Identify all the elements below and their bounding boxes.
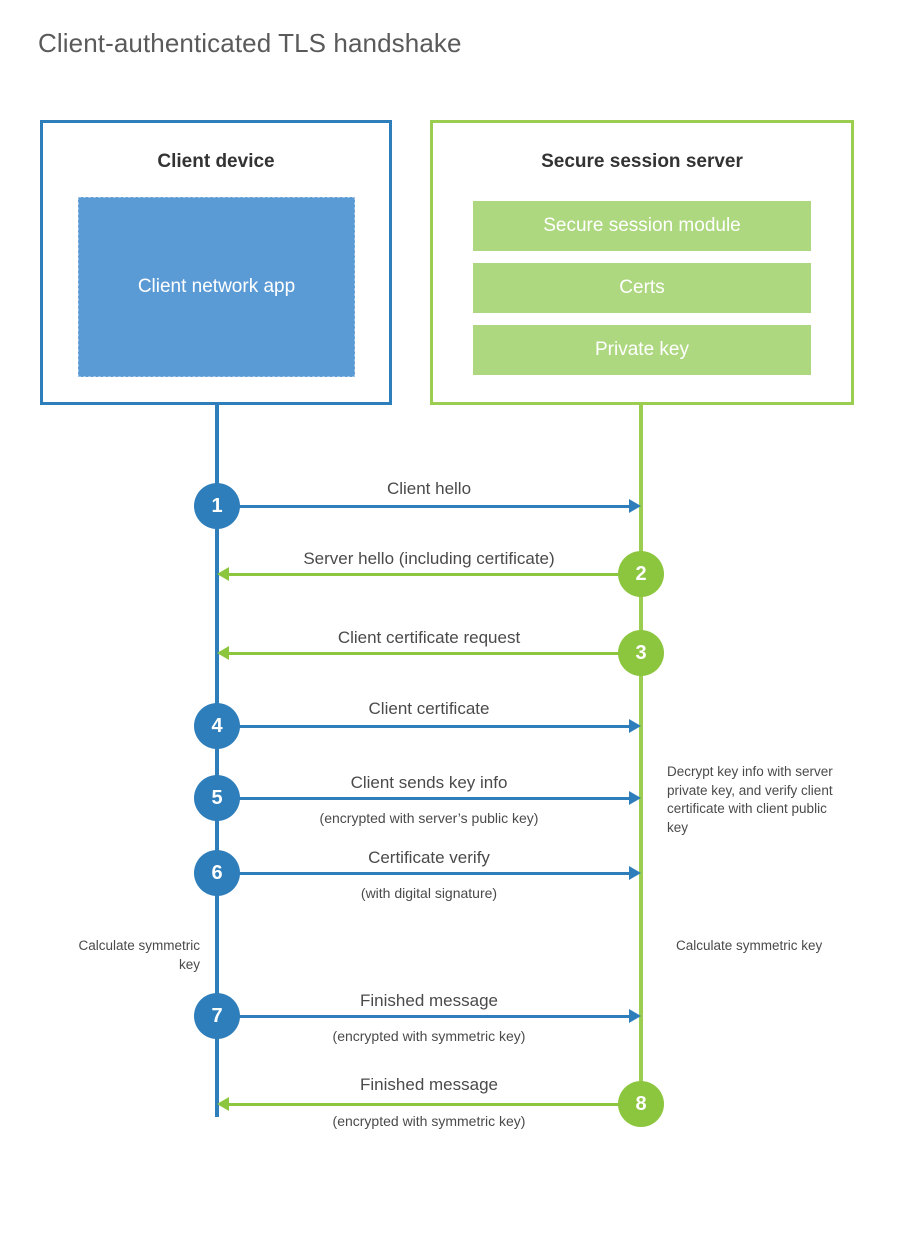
message-line-1	[217, 505, 629, 508]
arrow-head-right-4	[629, 719, 641, 733]
step-circle-2[interactable]: 2	[618, 551, 664, 597]
message-label-1: Client hello	[386, 479, 472, 498]
message-line-8	[229, 1103, 641, 1106]
message-sublabel-8: (encrypted with symmetric key)	[332, 1113, 526, 1129]
arrow-head-right-5	[629, 791, 641, 805]
arrow-head-right-1	[629, 499, 641, 513]
arrow-head-left-8	[217, 1097, 229, 1111]
step-circle-3[interactable]: 3	[618, 630, 664, 676]
message-line-3	[229, 652, 641, 655]
message-label-3: Client certificate request	[337, 628, 521, 647]
step-circle-6[interactable]: 6	[194, 850, 240, 896]
message-label-6: Certificate verify	[368, 848, 490, 867]
message-line-4	[217, 725, 629, 728]
message-sublabel-5: (encrypted with server’s public key)	[319, 810, 539, 826]
server-lifeline	[639, 405, 643, 1105]
message-label-7: Finished message	[360, 991, 498, 1010]
client-lifeline	[215, 405, 219, 1117]
message-label-2: Server hello (including certificate)	[303, 549, 555, 568]
message-line-2	[229, 573, 641, 576]
message-label-4: Client certificate	[368, 699, 490, 718]
message-line-7	[217, 1015, 629, 1018]
step-circle-8[interactable]: 8	[618, 1081, 664, 1127]
note-client-calculate-symmetric-key: Calculate symmetric key	[78, 938, 200, 972]
note-server-calculate-symmetric-key: Calculate symmetric key	[676, 938, 823, 953]
server-bar-private-key: Private key	[473, 325, 811, 375]
secure-session-server-title: Secure session server	[541, 151, 743, 172]
server-bar-secure-session-module: Secure session module	[473, 201, 811, 251]
step-circle-4[interactable]: 4	[194, 703, 240, 749]
arrow-head-right-6	[629, 866, 641, 880]
page-title: Client-authenticated TLS handshake	[38, 28, 462, 58]
server-bar-certs: Certs	[473, 263, 811, 313]
step-circle-1[interactable]: 1	[194, 483, 240, 529]
arrow-head-right-7	[629, 1009, 641, 1023]
message-sublabel-7: (encrypted with symmetric key)	[332, 1028, 526, 1044]
step-circle-7[interactable]: 7	[194, 993, 240, 1039]
message-sublabel-6: (with digital signature)	[360, 885, 498, 901]
arrow-head-left-3	[217, 646, 229, 660]
arrow-head-left-2	[217, 567, 229, 581]
client-device-title: Client device	[157, 151, 275, 172]
client-network-app-block: Client network app	[78, 197, 355, 377]
message-line-6	[217, 872, 629, 875]
message-line-5	[217, 797, 629, 800]
note-server-decrypt: Decrypt key info with server private key…	[667, 764, 833, 835]
client-device-box: Client device Client network app	[40, 120, 392, 405]
secure-session-server-box: Secure session server Secure session mod…	[430, 120, 854, 405]
message-label-8: Finished message	[360, 1075, 498, 1094]
step-circle-5[interactable]: 5	[194, 775, 240, 821]
message-label-5: Client sends key info	[350, 773, 508, 792]
